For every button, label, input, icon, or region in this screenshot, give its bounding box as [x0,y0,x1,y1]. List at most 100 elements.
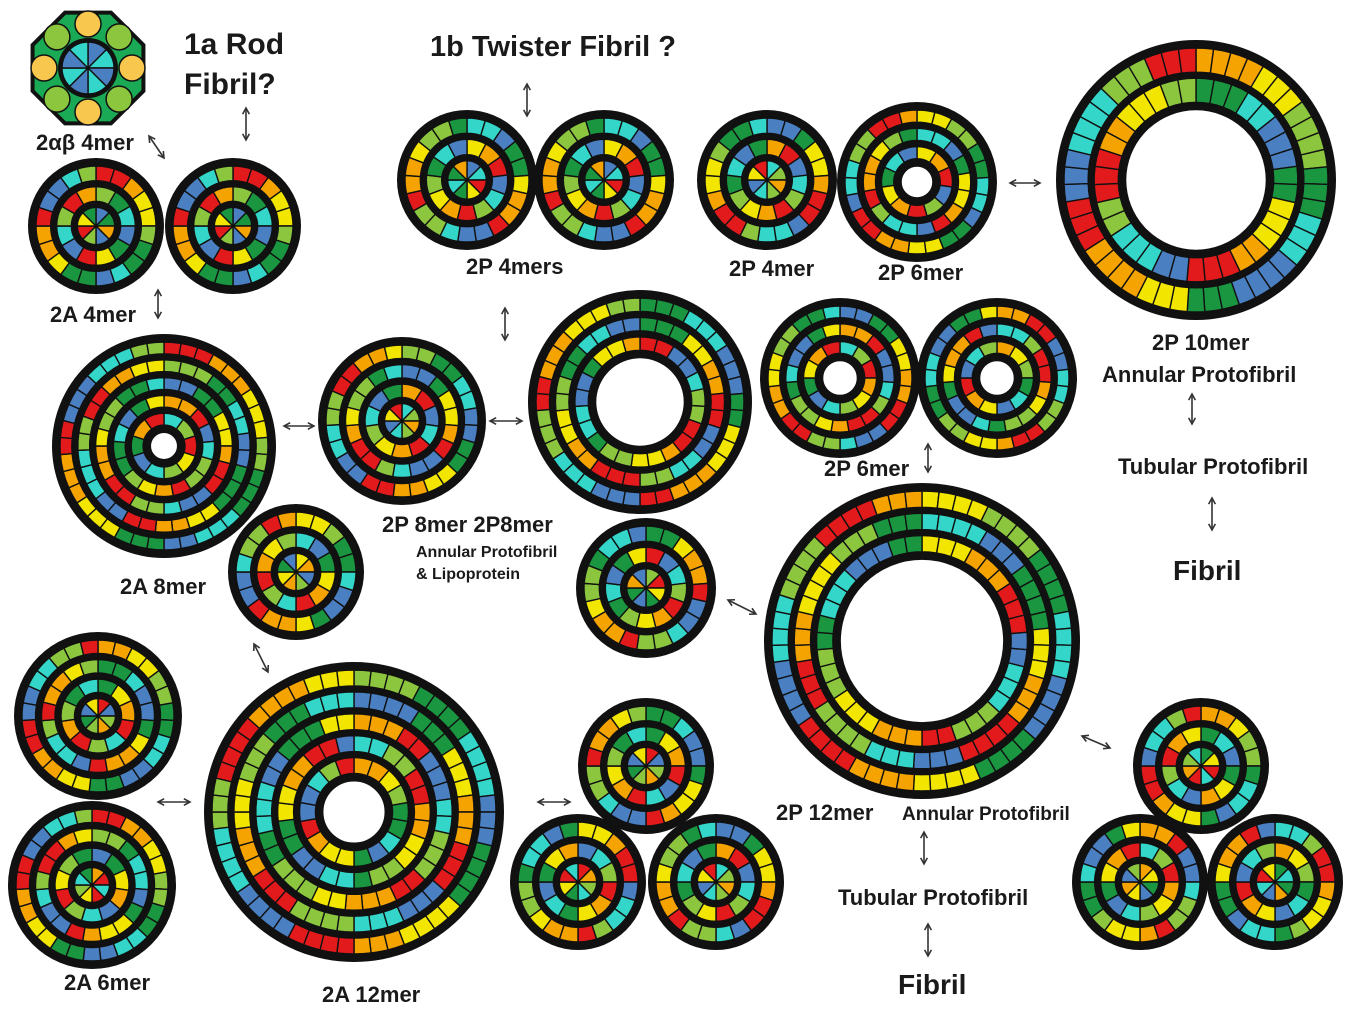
label-2ab-4mer: 2αβ 4mer [36,130,134,155]
segment [154,872,168,890]
segment [1187,257,1205,281]
segment [140,702,155,721]
disk-2a-6mer-top [14,632,182,800]
arrow-6mer-12mer [925,444,932,472]
segment [384,345,402,360]
segment [900,369,912,386]
segment [234,812,251,829]
segment [146,395,164,409]
segment [556,409,572,428]
label-fibril-right: Fibril [1173,555,1241,586]
segment [256,437,268,454]
segment [1008,615,1027,634]
segment [640,298,657,313]
segment [768,369,780,386]
segment [89,778,107,792]
segment [476,778,495,797]
segment [337,937,354,954]
segment [212,812,229,829]
segment [134,871,149,890]
segment [925,369,937,386]
segment [457,795,474,812]
segment [905,536,922,554]
tetramer-bead [119,55,145,81]
disk-2p-10mer [1056,40,1336,320]
segment [922,513,939,530]
segment [155,484,174,496]
segment [631,453,649,467]
disk-2p-6mer-mid-right [917,298,1077,458]
segment [354,670,371,687]
segment [83,947,101,961]
disk-2a-8mer-small [228,504,364,640]
segment [74,809,92,824]
segment [147,537,164,550]
oligomer-disks [8,11,1343,969]
segment [1064,184,1090,202]
arrow-2a4-2a8 [155,290,162,318]
arrow-twister [524,84,531,116]
disk-2p-4mer [697,110,837,250]
segment [691,389,706,407]
label-lipoprotein: & Lipoprotein [416,566,520,583]
segment [60,437,72,454]
segment [899,128,917,143]
disk-2p-4mers-left [397,110,537,250]
segment [637,634,655,650]
segment [980,306,997,320]
disk-2p8mer-annular [528,290,752,514]
segment [113,441,126,460]
label-2p-12mer: 2P 12mer [776,800,874,825]
disk-hole [820,358,859,397]
arrow-2ab-2a [149,136,164,158]
arrow-shaft [1082,736,1110,748]
segment [979,324,997,338]
segment [444,407,459,426]
segment [705,175,722,193]
disk-tri-right-bottomright [1207,814,1343,950]
title-twister: 1b Twister Fibril ? [430,31,676,63]
segment [772,628,789,645]
segment [146,378,164,392]
disk-tri-right-top [1133,698,1269,834]
segment [817,632,834,649]
disk-2p-6mer-top [837,102,997,262]
disk-hole [593,355,686,448]
segment [320,671,339,690]
segment [640,472,658,487]
segment [164,537,181,550]
disk-tri-left-top [578,698,714,834]
segment [595,226,613,242]
segment [337,670,354,687]
segment [164,342,181,355]
arrow-12mer-tubular [921,832,928,864]
segment [22,720,38,738]
label-2p-4mer: 2P 4mer [729,256,815,281]
arrow-tubular-fibril-bottom [925,924,932,956]
segment [164,501,182,515]
disk-hole [1123,107,1268,252]
arrow-2p4-2p8 [502,308,509,340]
segment [772,645,790,663]
segment [256,799,273,817]
segment [354,871,372,889]
segment [794,645,812,663]
segment [976,177,989,195]
segment [78,433,91,450]
segment [354,915,371,932]
disk-tri-left-bottomleft [510,814,646,950]
tetramer-bead [75,99,101,125]
segment [881,365,894,383]
segment [845,177,858,195]
segment [913,774,930,791]
segment [728,376,744,394]
segment [922,491,939,508]
disk-2a-6mer-bottom [8,801,176,969]
segment [155,520,172,532]
segment [555,393,569,411]
segment [345,894,363,910]
arrow-rod [243,108,250,140]
segment [622,317,640,332]
segment [16,889,32,907]
segment [708,376,724,395]
